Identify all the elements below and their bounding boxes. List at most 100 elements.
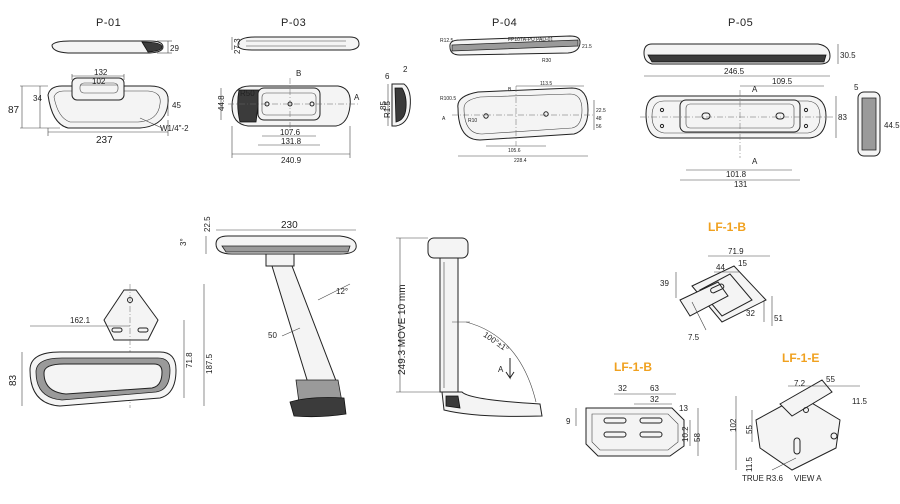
p03-drawing: P-03 27.3 B R50 A 44.8 107.6 131.8 240.9… [217, 17, 411, 165]
p03-dim-a: A [354, 93, 360, 102]
p01-drawing: P-01 29 132 102 34 87 45 237 W1/4"-2 [8, 17, 189, 146]
p05-dim-109-5: 109.5 [772, 77, 793, 86]
p04-top-view [457, 87, 589, 141]
p05-dim-131: 131 [734, 180, 748, 189]
p01-title: P-01 [96, 17, 121, 29]
arm-front-dim-187-5: 187.5 [205, 353, 214, 374]
p04-dim-113-5: 113.5 [540, 81, 552, 87]
lf1b-bottom-title: LF-1-B [614, 360, 652, 374]
p03-side-view [237, 36, 360, 51]
p01-dim-102: 102 [92, 77, 106, 86]
lf1b-top-drawing: LF-1-B 71.9 44 15 39 32 51 7.5 [660, 220, 783, 342]
lf1b-bottom-dim-63: 63 [650, 384, 659, 393]
p04-dim-a: A [442, 116, 446, 122]
p01-side-view [51, 40, 164, 54]
p04-part-number: FP107A-PU PAD-01 [508, 37, 553, 43]
armrest-post-upper [271, 265, 339, 397]
p03-dim-r1-5: R1.5 [383, 101, 392, 118]
lf1b-bottom-dim-13: 13 [679, 404, 688, 413]
p01-dim-29: 29 [170, 44, 179, 53]
p05-drawing: P-05 30.5 246.5 109.5 A 83 A 101.8 131 5… [640, 17, 900, 189]
p04-dim-b: B [508, 87, 512, 93]
p01-dim-237: 237 [96, 135, 113, 146]
p03-dim-107-6: 107.6 [280, 128, 301, 137]
arm-back-dim-a: A [498, 365, 504, 374]
arm-front-dim-71-8: 71.8 [185, 352, 194, 368]
p03-dim-2: 2 [403, 65, 408, 74]
lf1b-top-dim-39: 39 [660, 279, 669, 288]
arm-side-dim-230: 230 [281, 220, 298, 231]
p01-mount-pad [71, 77, 125, 101]
p05-dim-101-8: 101.8 [726, 170, 747, 179]
arm-side-dim-50: 50 [268, 331, 277, 340]
p03-title: P-03 [281, 17, 306, 29]
p05-dim-5: 5 [854, 83, 859, 92]
lf1e-dim-11-5: 11.5 [852, 397, 868, 406]
p04-dim-r30: R30 [542, 58, 551, 64]
arm-back-move-label: 249.3 MOVE 10 mm [397, 284, 408, 375]
p04-dim-r10: R10 [468, 118, 477, 124]
arm-side-dim-3deg: 3° [179, 238, 188, 246]
lf1b-bottom-dim-10-2: 10.2 [681, 426, 690, 442]
arm-back-angle: 100°±1° [482, 330, 511, 354]
p04-drawing: P-04 FP107A-PU PAD-01 R12.5 R30 21.5 113… [440, 17, 606, 164]
p01-dim-132: 132 [94, 68, 108, 77]
p03-dim-b: B [296, 69, 301, 78]
lf1b-top-flange [679, 281, 729, 317]
p03-dim-240-9: 240.9 [281, 156, 302, 165]
p05-dim-a-bottom: A [752, 157, 758, 166]
lf1e-title: LF-1-E [782, 351, 819, 365]
p03-dim-85: 85 [379, 101, 388, 110]
p04-dim-r100-5: R100.5 [440, 96, 456, 102]
arm-side-dim-12deg: 12° [336, 287, 348, 296]
p05-dim-44-5: 44.5 [884, 121, 900, 130]
p05-title: P-05 [728, 17, 753, 29]
armrest-side-view: 230 22.5 3° 12° 50 [179, 216, 357, 418]
arm-front-dim-83: 83 [8, 374, 19, 386]
back-pad-rotated [441, 391, 543, 417]
p04-dim-228-4: 228.4 [514, 158, 527, 164]
p03-dim-44-8: 44.8 [217, 95, 226, 111]
p03-dim-131-8: 131.8 [281, 137, 302, 146]
lf1e-dim-11-5b: 11.5 [745, 456, 754, 472]
p05-dim-30-5: 30.5 [840, 51, 856, 60]
p03-dim-27-3: 27.3 [233, 38, 242, 54]
lf1e-true-radius: TRUE R3.6 [742, 474, 783, 483]
armrest-front-view: 162.1 83 71.8 187.5 [8, 284, 214, 408]
lf1b-top-dim-71-9: 71.9 [728, 247, 744, 256]
lf1e-dim-55b: 55 [745, 425, 754, 434]
lf1e-dim-7-2: 7.2 [794, 379, 806, 388]
p04-dim-105-6: 105.6 [508, 148, 521, 154]
armrest-base-clamp [289, 397, 347, 418]
lf1b-top-dim-32: 32 [746, 309, 755, 318]
p03-dim-r50: R50 [240, 89, 255, 98]
armrest-mount-block [265, 253, 295, 267]
lf1b-bottom-drawing: LF-1-B 32 63 32 13 9 10.2 58 [566, 360, 702, 457]
p04-dim-56: 56 [596, 124, 602, 130]
p05-dim-246-5: 246.5 [724, 67, 745, 76]
lf1e-dim-102: 102 [729, 418, 738, 432]
back-post [439, 257, 459, 393]
lf1e-flange [779, 379, 833, 417]
lf1b-bottom-dim-32b: 32 [650, 395, 659, 404]
lf1b-bottom-dim-58: 58 [693, 433, 702, 442]
p05-dim-a-top: A [752, 85, 758, 94]
lf1e-dim-55: 55 [826, 375, 835, 384]
p01-dim-87: 87 [8, 105, 20, 116]
p04-dim-r12-5: R12.5 [440, 38, 454, 44]
lf1b-top-title: LF-1-B [708, 220, 746, 234]
lf1b-bottom-plate [585, 407, 685, 457]
lf1b-top-dim-44: 44 [716, 263, 725, 272]
p04-dim-48: 48 [596, 116, 602, 122]
lf1b-top-dim-7-5: 7.5 [688, 333, 700, 342]
p03-end-cap [237, 89, 261, 123]
p01-side-edge [141, 41, 163, 53]
p04-dim-22-5: 22.5 [596, 108, 606, 114]
p04-title: P-04 [492, 17, 517, 29]
p03-dim-6: 6 [385, 72, 390, 81]
p04-dim-21-5: 21.5 [582, 44, 592, 50]
lf1b-top-dim-15: 15 [738, 259, 747, 268]
lf1e-drawing: LF-1-E 7.2 55 11.5 102 55 11.5 TRUE R3.6… [729, 351, 868, 483]
lf1b-top-dim-51: 51 [774, 314, 783, 323]
